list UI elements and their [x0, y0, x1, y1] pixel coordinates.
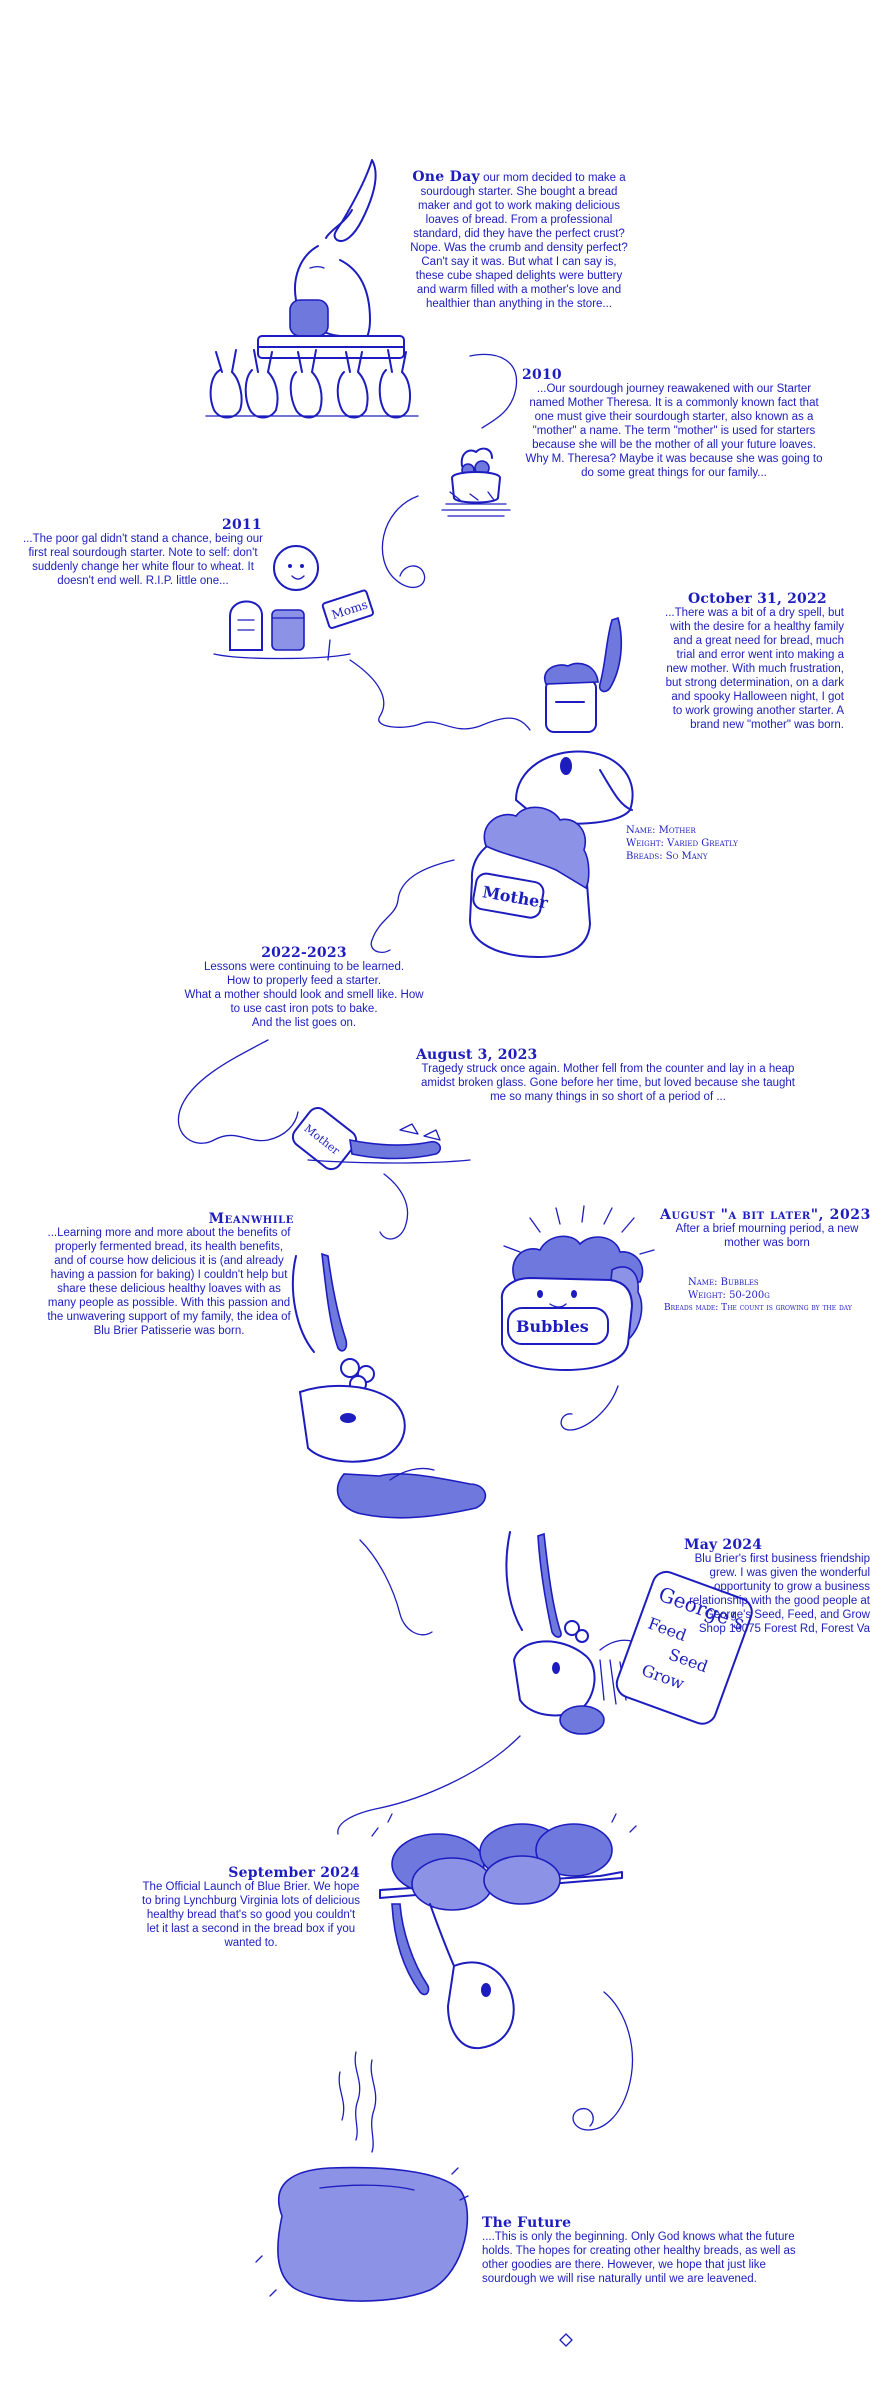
swirl-decoration [379, 1173, 409, 1240]
section-2010: 2010 ...Our sourdough journey reawakened… [522, 368, 826, 480]
section-may-2024: May 2024 Blu Brier's first business frie… [684, 1538, 870, 1636]
section-oct-2022-meta: Name: Mother Weight: Varied Greatly Brea… [626, 824, 806, 863]
starter-name: Name: Bubbles [688, 1277, 759, 1288]
section-title: 2011 [222, 517, 262, 533]
swirl-decoration [337, 1735, 521, 1835]
bunny-with-bread-maker-icon [205, 159, 419, 419]
section-line: Lessons were continuing to be learned. [203, 961, 405, 973]
swirl-decoration [349, 659, 531, 731]
section-sept-2024: September 2024 The Official Launch of Bl… [142, 1866, 360, 1950]
swirl-decoration [381, 495, 426, 589]
section-text: ...There was a bit of a dry spell, but w… [665, 607, 844, 731]
svg-text:Grow: Grow [639, 1660, 687, 1693]
broken-jar-label: Mother [302, 1122, 343, 1158]
round-loaf-icon [255, 2051, 573, 2347]
section-title: The Future [482, 2215, 572, 2231]
section-text: ...Our sourdough journey reawakened with… [525, 383, 823, 479]
section-text: Blu Brier's first business friendship gr… [689, 1553, 870, 1635]
section-meanwhile: Meanwhile ...Learning more and more abou… [44, 1212, 294, 1338]
section-text: ...The poor gal didn't stand a chance, b… [22, 533, 264, 587]
starter-name: Name: Mother [626, 825, 696, 836]
starter-jar-2010-icon [441, 447, 511, 517]
section-title: August 3, 2023 [416, 1047, 538, 1063]
swirl-decoration [572, 1991, 634, 2131]
section-2022-2023: 2022-2023 Lessons were continuing to be … [154, 946, 454, 1030]
section-text: Tragedy struck once again. Mother fell f… [421, 1063, 795, 1103]
section-text: ....This is only the beginning. Only God… [482, 2231, 796, 2285]
sign-label: Moms [330, 597, 370, 622]
section-2011: 2011 ...The poor gal didn't stand a chan… [22, 518, 264, 588]
section-title: October 31, 2022 [688, 591, 827, 607]
starter-breads: Breads: So Many [626, 851, 708, 862]
section-text: ...Learning more and more about the bene… [47, 1227, 291, 1337]
section-line: And the list goes on. [251, 1017, 357, 1029]
section-title: September 2024 [228, 1865, 360, 1881]
section-title: 2010 [522, 367, 562, 383]
svg-text:Seed: Seed [666, 1645, 710, 1677]
section-title: May 2024 [684, 1537, 763, 1553]
bubbles-jar-label: Bubbles [516, 1317, 589, 1336]
section-title: One Day [412, 169, 480, 185]
bunny-icon [291, 1252, 487, 1519]
bread-loaves-tray-icon [371, 1813, 637, 2050]
broken-jar-icon: Mother [291, 1107, 471, 1171]
section-line: What a mother should look and smell like… [184, 989, 424, 1001]
section-text: The Official Launch of Blue Brier. We ho… [142, 1881, 360, 1949]
starter-weight: Weight: Varied Greatly [626, 838, 738, 849]
section-text: After a brief mourning period, a new mot… [675, 1223, 859, 1249]
swirl-decoration [177, 1039, 299, 1144]
section-line: How to properly feed a starter. [226, 975, 382, 987]
swirl-decoration [359, 1539, 433, 1636]
section-line: to use cast iron pots to bake. [230, 1003, 378, 1015]
section-aug-later-2023: August "a bit later", 2023 After a brief… [660, 1208, 874, 1250]
section-future: The Future ....This is only the beginnin… [482, 2216, 812, 2286]
swirl-decoration [560, 1385, 619, 1431]
section-aug-later-meta: Name: Bubbles Weight: 50-200g Breads mad… [664, 1276, 890, 1315]
svg-text:Feed: Feed [646, 1614, 690, 1645]
section-one-day: One Day our mom decided to make a sourdo… [408, 170, 630, 311]
mother-jar-icon: Mother [468, 616, 634, 958]
section-oct-2022: October 31, 2022 ...There was a bit of a… [660, 592, 844, 732]
swirl-decoration [469, 353, 518, 429]
starter-weight: Weight: 50-200g [688, 1290, 770, 1301]
swirl-decoration [370, 859, 455, 954]
section-text: our mom decided to make a sourdough star… [410, 172, 628, 310]
section-title: Meanwhile [208, 1211, 294, 1227]
section-aug-3-2023: August 3, 2023 Tragedy struck once again… [416, 1048, 800, 1104]
bubbles-jar-icon: Bubbles [500, 1205, 655, 1372]
section-title: 2022-2023 [261, 945, 347, 961]
starter-breads: Breads made: The count is growing by the… [664, 1303, 852, 1313]
mother-jar-label: Mother [481, 882, 550, 912]
section-title: August "a bit later", 2023 [660, 1207, 871, 1223]
